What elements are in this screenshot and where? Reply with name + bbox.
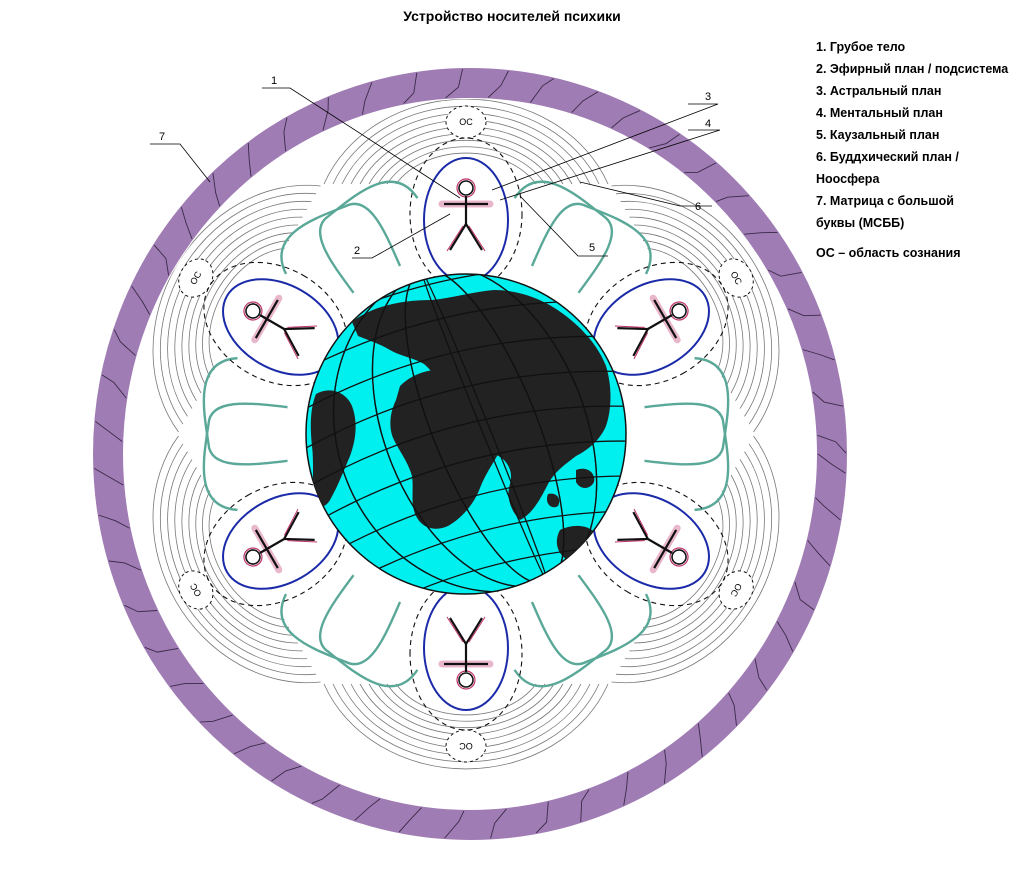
os-label-1: ОС: [459, 117, 473, 127]
callout-4: 4: [705, 118, 711, 130]
callout-6: 6: [695, 201, 701, 213]
sector-1: [280, 105, 652, 291]
legend: 1. Грубое тело 2. Эфирный план / подсист…: [816, 36, 1021, 264]
legend-item-5: 5. Каузальный план: [816, 128, 940, 142]
human-figure-icon: [614, 294, 689, 360]
outer-ring-msbb: [93, 68, 847, 840]
diagram-title: Устройство носителей психики: [403, 8, 621, 24]
callout-1: 1: [271, 75, 277, 87]
callout-2: 2: [354, 245, 360, 257]
legend-item-1: 1. Грубое тело: [816, 40, 906, 54]
os-label-4: ОС: [459, 741, 473, 751]
legend-item-2: 2. Эфирный план / подсистема: [816, 62, 1009, 76]
callout-7: 7: [159, 131, 165, 143]
legend-item-7: 7. Матрица с большой буквы (МСББ): [816, 194, 954, 230]
legend-item-3: 3. Астральный план: [816, 84, 942, 98]
sector-2: [513, 180, 754, 512]
callout-labels: 1 2 3 4 5 6 7: [159, 75, 711, 257]
human-figure-icon: [243, 294, 318, 360]
human-figure-icon: [243, 508, 318, 574]
human-figure-icon: [438, 178, 494, 252]
callout-lines: [150, 87, 721, 259]
sector-4: [280, 577, 652, 763]
legend-item-6: 6. Буддхический план / Ноосфера: [816, 150, 959, 186]
human-figure-icon: [614, 508, 689, 574]
human-figure-icon: [438, 616, 494, 690]
callout-3: 3: [705, 91, 711, 103]
legend-item-4: 4. Ментальный план: [816, 106, 943, 120]
sector-6: [178, 180, 419, 512]
callout-5: 5: [589, 242, 595, 254]
legend-note-os: ОС – область сознания: [816, 246, 961, 260]
